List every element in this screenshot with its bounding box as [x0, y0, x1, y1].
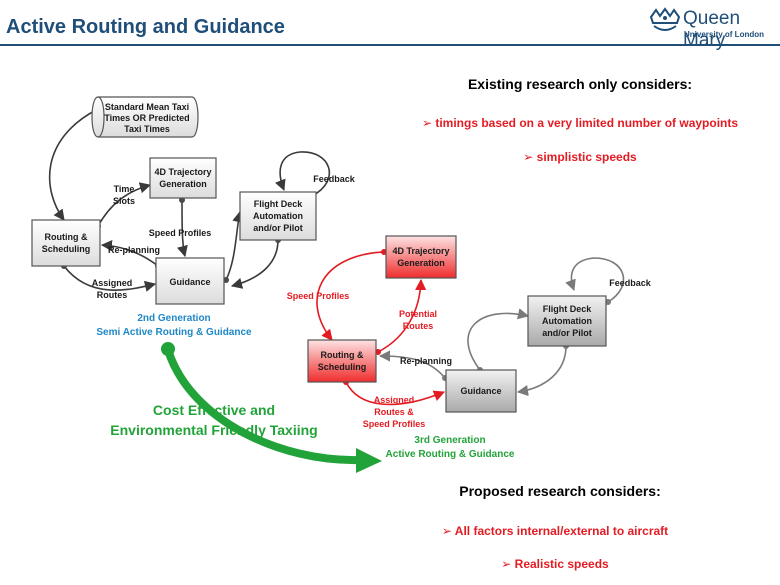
existing-point-2-text: simplistic speeds	[536, 150, 637, 164]
node-trajectory-red	[385, 235, 457, 279]
edge-guidance-flightdeck-grey	[467, 308, 530, 371]
node-routing	[31, 219, 101, 267]
label-assigned-routes-1: Assigned	[92, 278, 133, 288]
edge-trajectory-guidance	[176, 199, 188, 258]
gen3-caption-line-2: Active Routing & Guidance	[385, 449, 515, 460]
trajectory-red-line-1: 4D Trajectory	[392, 246, 449, 256]
edge-feedback-loop	[275, 151, 331, 197]
university-logo-name: Queen Mary	[683, 8, 741, 51]
trajectory-line-2: Generation	[159, 179, 207, 189]
label-time-slots-1: Time	[114, 184, 135, 194]
routing-red-line-2: Scheduling	[318, 362, 367, 372]
gen3-caption: 3rd Generation Active Routing & Guidance	[386, 434, 515, 462]
label-potential-routes-1: Potential	[399, 309, 437, 319]
existing-point-1: ➢ timings based on a very limited number…	[421, 116, 739, 130]
guidance-grey-line-1: Guidance	[460, 386, 501, 396]
edge-flightdeck-guidance	[230, 239, 279, 289]
transition-start-dot	[161, 342, 175, 356]
node-flight-deck	[239, 191, 317, 241]
label-assigned-routes-2: Routes	[97, 290, 128, 300]
flight-deck-line-3: and/or Pilot	[253, 223, 303, 233]
label-speed-profiles: Speed Profiles	[149, 228, 212, 238]
label-speed-profiles-red: Speed Profiles	[287, 291, 350, 301]
label-feedback-grey: Feedback	[609, 278, 652, 288]
edge-routing-trajectory	[97, 182, 152, 227]
proposed-point-2-text: Realistic speeds	[514, 557, 609, 571]
edge-routing-trajectory-red	[377, 278, 427, 353]
label-replanning-grey: Re-planning	[400, 356, 452, 366]
transition-caption-line-2: Environmental Friendly Taxiing	[110, 422, 318, 438]
edge-guidance-routing-grey	[378, 350, 446, 379]
gen3-caption-line-1: 3rd Generation	[414, 435, 486, 446]
label-replanning: Re-planning	[108, 245, 160, 255]
crown-logo-icon	[649, 7, 681, 31]
taxi-times-line-1: Standard Mean Taxi	[105, 102, 189, 112]
edge-guidance-flightdeck	[225, 210, 244, 281]
label-time-slots-2: Slots	[113, 196, 135, 206]
node-trajectory	[149, 157, 217, 199]
edge-feedback-loop-grey	[565, 257, 625, 303]
transition-caption: Cost Effective and Environmental Friendl…	[110, 400, 317, 440]
guidance-line-1: Guidance	[169, 277, 210, 287]
existing-point-2: ➢ simplistic speeds	[523, 150, 637, 164]
proposed-point-1: ➢ All factors internal/external to aircr…	[441, 524, 669, 538]
node-guidance	[155, 257, 225, 305]
trajectory-line-1: 4D Trajectory	[154, 167, 211, 177]
label-assigned-3: Speed Profiles	[363, 419, 426, 429]
title-underline	[0, 44, 780, 46]
proposed-research-heading: Proposed research considers:	[459, 483, 661, 499]
flight-deck-grey-line-2: Automation	[542, 316, 592, 326]
flight-deck-grey-line-1: Flight Deck	[543, 304, 593, 314]
transition-arrow	[164, 346, 364, 465]
label-assigned-1: Assigned	[374, 395, 415, 405]
gen2-caption: 2nd Generation Semi Active Routing & Gui…	[96, 312, 251, 340]
proposed-point-2: ➢ Realistic speeds	[501, 557, 609, 571]
taxi-times-line-2: Times OR Predicted	[104, 113, 189, 123]
routing-red-line-1: Routing &	[321, 350, 364, 360]
proposed-point-1-text: All factors internal/external to aircraf…	[454, 524, 669, 538]
transition-caption-line-1: Cost Effective and	[152, 402, 276, 418]
taxi-times-line-3: Taxi Times	[124, 124, 170, 134]
edge-routing-guidance	[63, 265, 157, 292]
trajectory-red-line-2: Generation	[397, 258, 445, 268]
flight-deck-line-2: Automation	[253, 211, 303, 221]
label-potential-routes-2: Routes	[403, 321, 434, 331]
label-assigned-2: Routes &	[374, 407, 414, 417]
label-feedback: Feedback	[313, 174, 356, 184]
edge-taxitimes-routing	[48, 109, 97, 221]
flight-deck-grey-line-3: and/or Pilot	[542, 328, 592, 338]
node-taxi-times	[91, 96, 199, 138]
routing-line-1: Routing &	[45, 232, 88, 242]
gen2-caption-line-2: Semi Active Routing & Guidance	[96, 327, 252, 338]
university-logo-subtitle: University of London	[684, 30, 764, 39]
routing-line-2: Scheduling	[42, 244, 91, 254]
slide-title: Active Routing and Guidance	[6, 16, 285, 38]
existing-point-1-text: timings based on a very limited number o…	[435, 116, 739, 130]
edge-trajectory-routing-red	[316, 251, 385, 341]
gen2-caption-line-1: 2nd Generation	[137, 313, 211, 324]
edge-guidance-routing	[100, 239, 159, 267]
node-guidance-grey	[445, 369, 517, 413]
transition-arrowhead	[356, 448, 382, 473]
flight-deck-line-1: Flight Deck	[254, 199, 304, 209]
existing-research-heading: Existing research only considers:	[467, 76, 693, 92]
edge-flightdeck-guidance-grey	[516, 345, 567, 397]
edge-routing-guidance-red	[345, 381, 446, 406]
node-flight-deck-grey	[527, 295, 607, 347]
node-routing-red	[307, 339, 377, 383]
